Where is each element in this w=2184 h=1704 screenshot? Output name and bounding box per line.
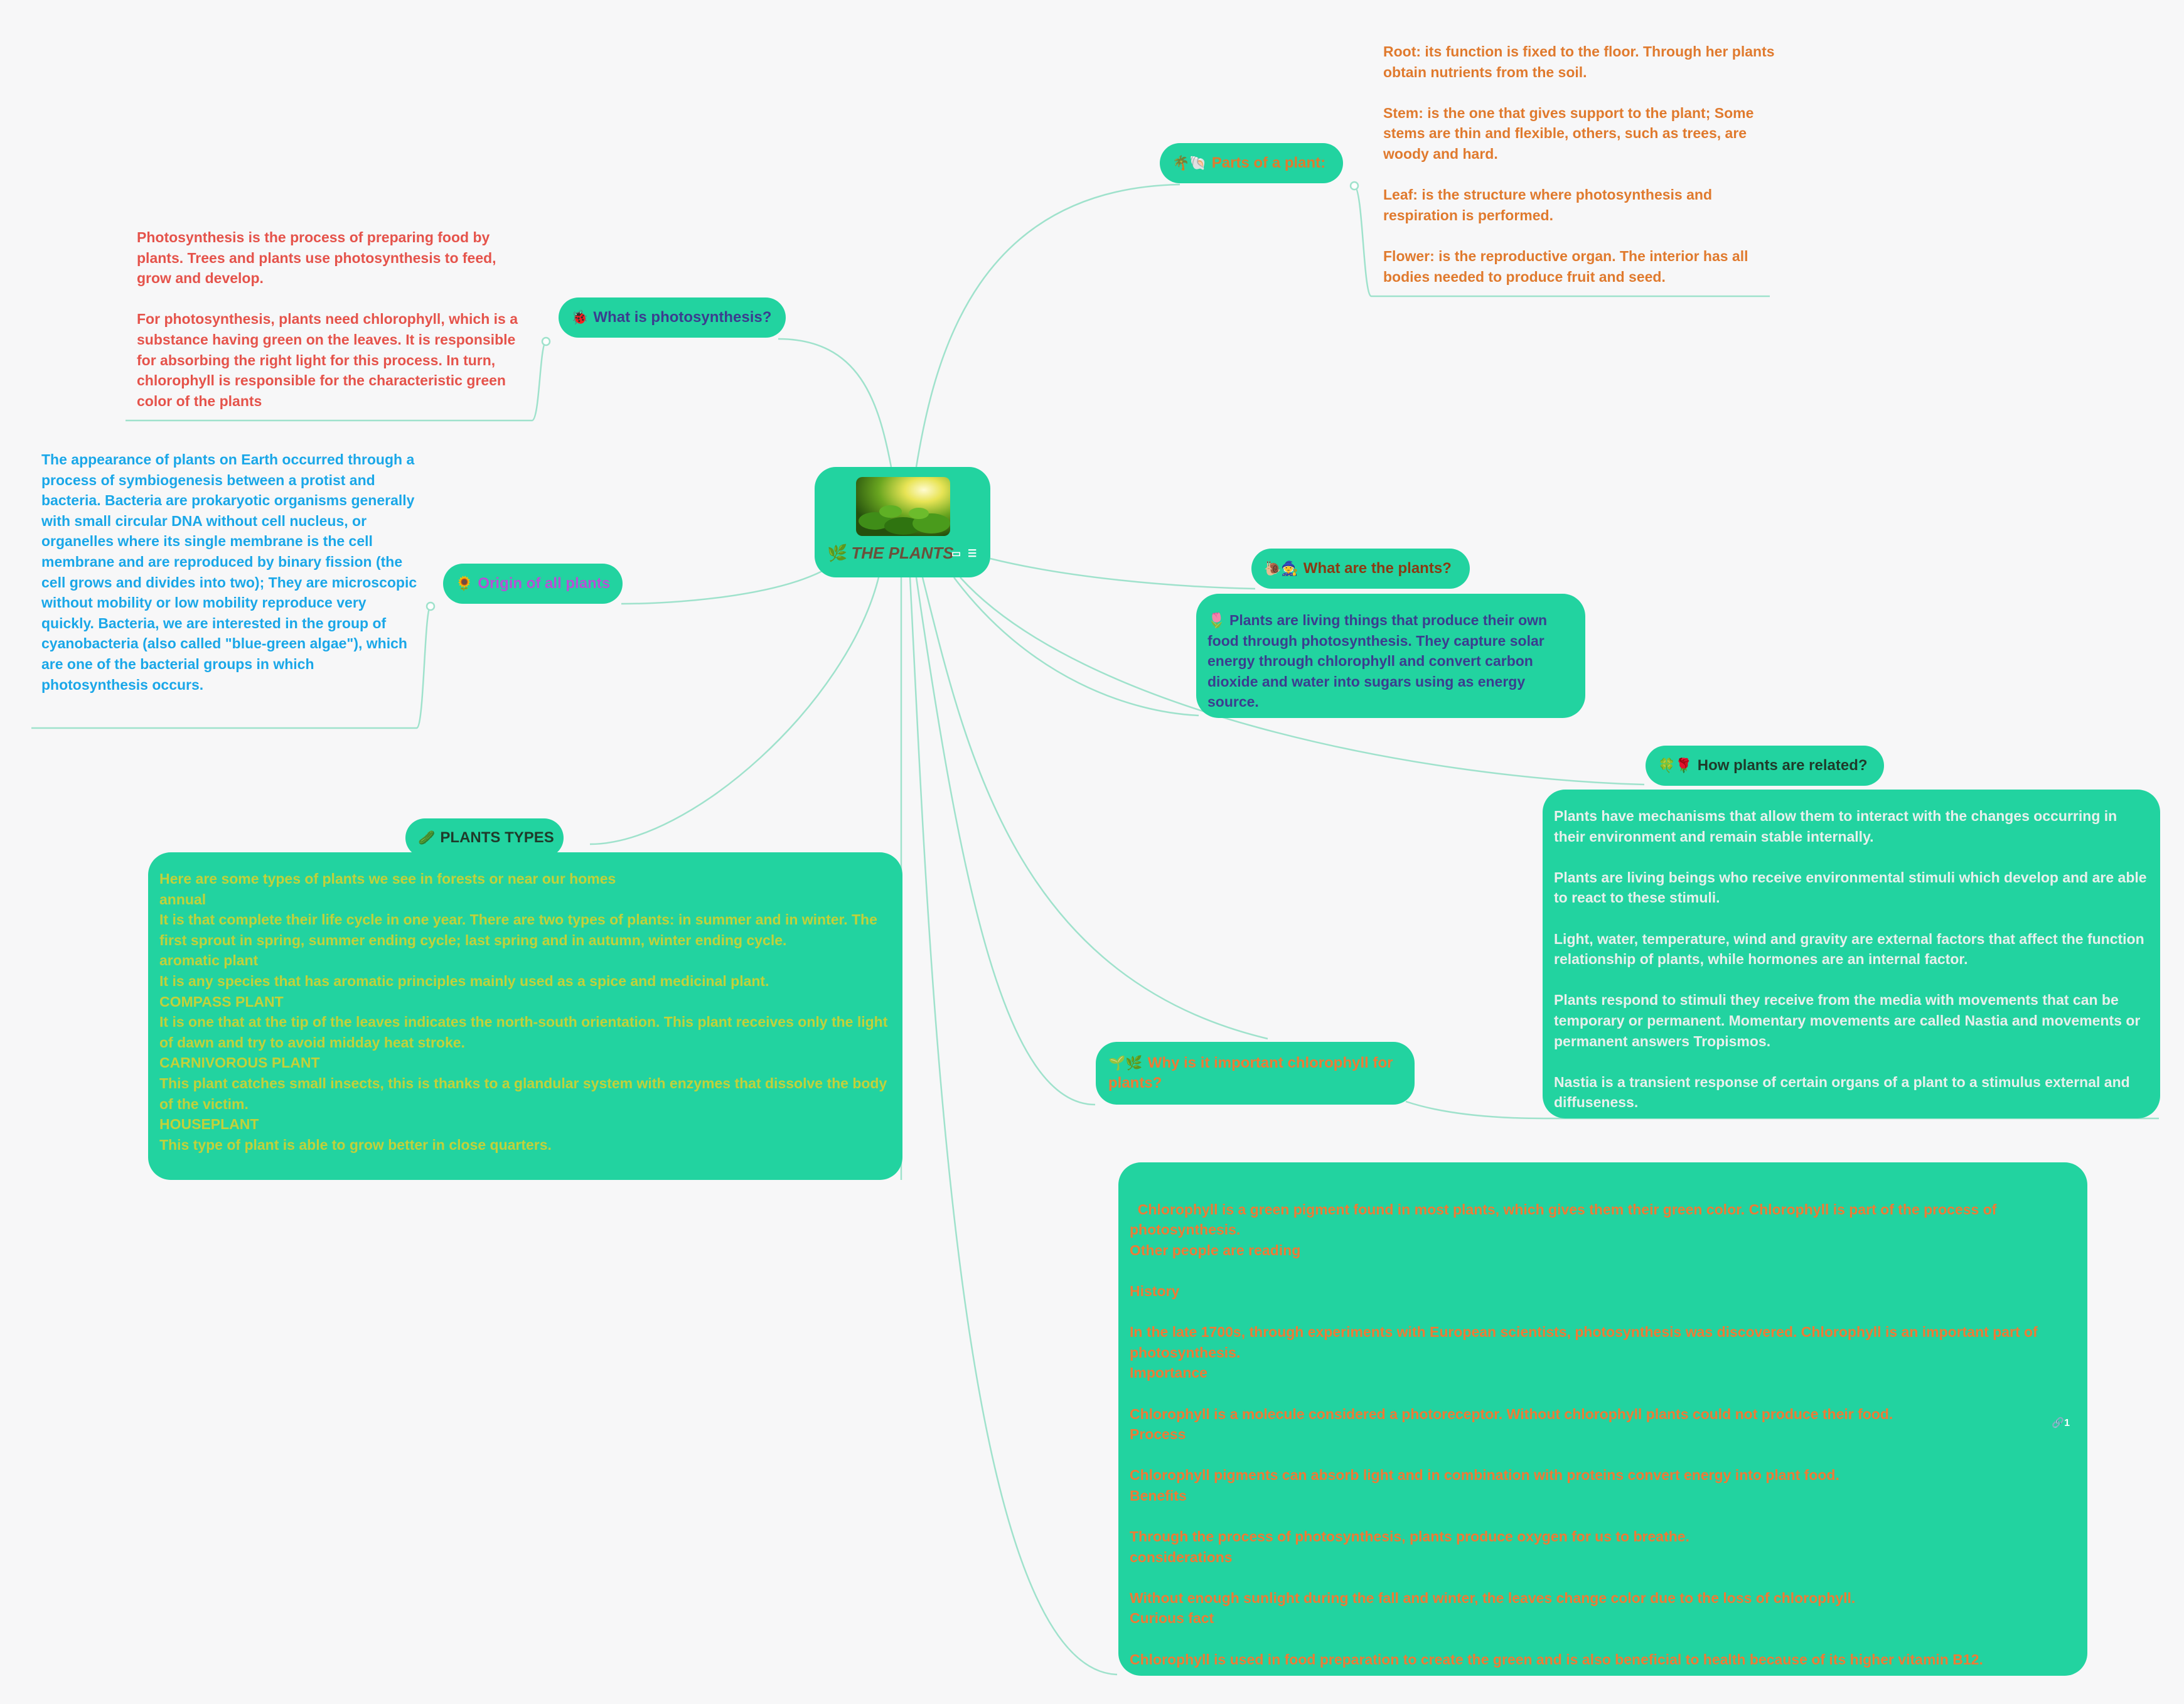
topic-chlorophyll[interactable]: 🌱🌿Why is it important chlorophyll for pl… [1096, 1042, 1415, 1105]
what-label: What are the plants? [1303, 560, 1452, 577]
connector-parts [915, 183, 1180, 468]
sprout-icon: 🌱🌿 [1108, 1055, 1143, 1071]
snail-icon: 🐌🧙 [1264, 560, 1298, 576]
what-note: 🌷 Plants are living things that produce … [1196, 594, 1585, 718]
parts-emoji-icon: 🌴🐚 [1172, 155, 1207, 171]
notes-icon[interactable]: ☰ [968, 549, 977, 559]
root-node[interactable]: 🌿THE PLANTS ▭ ☰ [815, 467, 990, 577]
topic-types[interactable]: 🥒 PLANTS TYPES [405, 818, 564, 857]
connector-types [589, 577, 880, 845]
topic-related[interactable]: 🍀🌹 How plants are related? [1646, 746, 1884, 786]
photo-collapse-dot [541, 336, 551, 346]
ladybug-icon: 🐞 [571, 309, 589, 325]
sunflower-icon: 🌻 [456, 576, 473, 591]
parts-label: Parts of a plant: [1211, 154, 1326, 171]
connector-related [960, 577, 1645, 786]
clover-icon: 🍀🌹 [1658, 758, 1693, 773]
connector-origin [621, 570, 823, 605]
connector-parts-note [1354, 185, 1770, 297]
types-note: Here are some types of plants we see in … [148, 852, 902, 1180]
parts-collapse-dot [1349, 181, 1359, 191]
origin-label: Origin of all plants [478, 575, 611, 592]
link-count: 1 [2064, 1418, 2070, 1428]
connector-origin-note [31, 605, 432, 729]
connector-chlorophyll-note [909, 577, 1118, 1676]
photosynthesis-note: Photosynthesis is the process of prepari… [137, 229, 518, 409]
connector-what [990, 557, 1256, 590]
root-title: 🌿THE PLANTS [827, 544, 954, 562]
related-label: How plants are related? [1697, 757, 1868, 774]
connector-chlorophyll [921, 577, 1268, 1040]
parts-note: Root: its function is fixed to the floor… [1383, 43, 1775, 285]
topic-origin[interactable]: 🌻 Origin of all plants [443, 564, 623, 604]
chlorophyll-note: Chlorophyll is a green pigment found in … [1118, 1162, 2087, 1676]
photosynthesis-label: What is photosynthesis? [593, 309, 772, 326]
root-emoji: 🌿 [827, 544, 848, 562]
connector-photosynthesis [778, 338, 892, 468]
connector-related-note [1405, 1100, 2159, 1120]
types-label: PLANTS TYPES [440, 829, 554, 846]
chlorophyll-label: Why is it important chlorophyll for plan… [1108, 1054, 1393, 1091]
connector-chloro-pill [915, 577, 1096, 1106]
link-icon[interactable]: 🔗1 [2052, 1418, 2070, 1428]
origin-note: The appearance of plants on Earth occurr… [41, 451, 421, 693]
origin-collapse-dot [426, 601, 436, 611]
image-icon[interactable]: ▭ [951, 549, 961, 559]
connector-photo-note [126, 340, 547, 422]
topic-parts[interactable]: 🌴🐚 Parts of a plant: [1160, 143, 1343, 183]
chlorophyll-note-text: Chlorophyll is a green pigment found in … [1130, 1201, 2038, 1668]
topic-what[interactable]: 🐌🧙 What are the plants? [1251, 549, 1470, 589]
cucumber-icon: 🥒 [418, 830, 436, 845]
related-note: Plants have mechanisms that allow them t… [1543, 790, 2160, 1118]
topic-photosynthesis[interactable]: 🐞 What is photosynthesis? [559, 297, 786, 338]
plant-photo [856, 477, 950, 536]
connector-what-note [953, 577, 1199, 717]
